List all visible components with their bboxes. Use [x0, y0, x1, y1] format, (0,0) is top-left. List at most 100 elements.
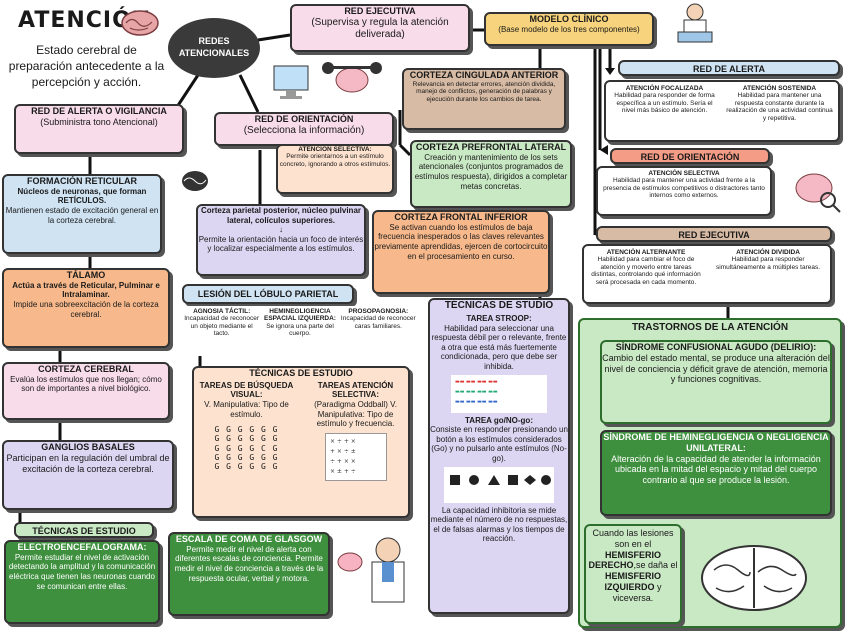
corteza-cingulada-title: CORTEZA CINGULADA ANTERIOR [409, 70, 559, 80]
formacion-reticular-box: FORMACIÓN RETICULAR Núcleos de neuronas,… [2, 174, 162, 254]
talamo-title: TÁLAMO [66, 270, 106, 280]
svg-text:× ± + ÷: × ± + ÷ [330, 468, 356, 475]
brain-hemispheres-icon [701, 545, 807, 611]
monitor-brain-icon [273, 65, 309, 99]
lesion-parietal-title: LESIÓN DEL LÓBULO PARIETAL [197, 289, 339, 299]
red-alerta-left-box: RED DE ALERTA O VIGILANCIA (Subministra … [14, 104, 184, 154]
glasgow-box: ESCALA DE COMA DE GLASGOW Permite medir … [168, 532, 330, 616]
tecnicas-studio-box: TÉCNICAS DE STUDIO TAREA STROOP: Habilid… [428, 298, 570, 614]
atencion-selectiva-mid-text: Permite orientarnos a un estímulo concre… [279, 153, 391, 168]
hemisferio-mid: ,se daña el [633, 560, 678, 571]
hemisferio-box: Cuando las lesiones son en el HEMISFERIO… [584, 524, 682, 624]
atencion-selectiva-right-text: Habilidad para mantener una actividad fr… [603, 177, 765, 200]
lesion-item: PROSOPAGNOSIA: Incapacidad de reconocer … [340, 308, 416, 330]
doctor-icon [337, 537, 405, 603]
talamo-box: TÁLAMO Actúa a través de Reticular, Pulm… [2, 268, 170, 348]
svg-text:▬▬ ▬▬ ▬▬ ▬▬: ▬▬ ▬▬ ▬▬ ▬▬ [455, 389, 498, 395]
corteza-parietal-bold: Corteza parietal posterior, núcleo pulvi… [200, 206, 362, 225]
redes-atencionales-node: REDES ATENCIONALES [168, 18, 260, 78]
corteza-cerebral-title: CORTEZA CEREBRAL [38, 364, 134, 374]
talamo-bold: Actúa a través de Reticular, Pulminar e … [12, 280, 160, 300]
heminegligencia-title: SÍNDROME DE HEMINEGLIGENCIA O NEGLIGENCI… [603, 432, 829, 453]
corteza-prefrontal-title: CORTEZA PREFRONTAL LATERAL [415, 142, 567, 152]
red-ejecutiva-top-box: RED EJECUTIVA (Supervisa y regula la ate… [290, 4, 470, 52]
inhibitoria-text: La capacidad inhibitoria se mide mediant… [430, 505, 568, 544]
corteza-parietal-box: Corteza parietal posterior, núcleo pulvi… [196, 204, 366, 276]
red-orientacion-right-box: ATENCIÓN SELECTIVA Habilidad para manten… [596, 166, 772, 216]
heminegligencia-text: Alteración de la capacidad de atender la… [611, 453, 821, 486]
lesion-parietal-items: AGNOSIA TÁCTIL: Incapacidad de reconocer… [182, 306, 418, 356]
tecnicas-bottom-title: TÉCNICAS DE ESTUDIO [32, 526, 136, 536]
brain-small-icon [182, 171, 208, 191]
alternante-column: ATENCIÓN ALTERNANTE Habilidad para cambi… [591, 249, 701, 286]
stroop-title: TAREA STROOP: [466, 314, 532, 323]
red-orientacion-right-title-box: RED DE ORIENTACIÓN [610, 148, 770, 164]
red-alerta-right-title: RED DE ALERTA [693, 64, 765, 74]
busqueda-visual-column: TAREAS DE BÚSQUEDA VISUAL: V. Manipulati… [194, 381, 299, 484]
stroop-image: ▬▬ ▬▬ ▬▬ ▬▬ ▬▬ ▬▬ ▬▬ ▬▬ ▬▬ ▬▬ ▬▬ ▬▬ [451, 374, 547, 413]
red-orientacion-mid-title: RED DE ORIENTACIÓN [254, 114, 354, 124]
red-ejecutiva-top-text: (Supervisa y regula la atención delivera… [311, 16, 449, 40]
lesion-item: AGNOSIA TÁCTIL: Incapacidad de reconocer… [184, 308, 260, 338]
atencion-selectiva-column: TAREAS ATENCIÓN SELECTIVA: (Paradigma Od… [303, 381, 408, 484]
red-alerta-left-title: RED DE ALERTA O VIGILANCIA [31, 106, 167, 116]
trastornos-title: TRASTORNOS DE LA ATENCIÓN [631, 322, 789, 333]
gonogo-image [444, 466, 554, 503]
corteza-frontal-inferior-title: CORTEZA FRONTAL INFERIOR [394, 212, 528, 222]
hemisferio-izquierdo: HEMISFERIO IZQUIERDO [604, 571, 661, 592]
atencion-selectiva-right-title: ATENCIÓN SELECTIVA [648, 170, 720, 177]
corteza-prefrontal-box: CORTEZA PREFRONTAL LATERAL Creación y ma… [410, 140, 572, 208]
hemisferio-derecho: HEMISFERIO DERECHO [588, 549, 661, 571]
red-orientacion-right-title: RED DE ORIENTACIÓN [640, 152, 740, 162]
dividida-column: ATENCIÓN DIVIDIDA Habilidad para respond… [715, 249, 821, 271]
corteza-frontal-inferior-text: Se activan cuando los estímulos de baja … [374, 222, 548, 261]
svg-text:▬▬ ▬▬ ▬▬ ▬▬: ▬▬ ▬▬ ▬▬ ▬▬ [455, 379, 498, 385]
delirio-title: SÍNDROME CONFUSIONAL AGUDO (DELIRIO): [615, 342, 817, 352]
corteza-cerebral-text: Evalúa los estímulos que nos llegan; cóm… [10, 374, 162, 394]
eeg-text: Permite estudiar el nivel de activación … [8, 552, 156, 591]
modelo-clinico-title: MODELO CLÍNICO [529, 14, 609, 24]
tecnicas-mid-title: TÉCNICAS DE ESTUDIO [249, 368, 353, 378]
formacion-reticular-text: Mantienen estado de excitación general e… [5, 205, 159, 225]
ganglios-basales-box: GANGLIOS BASALES Participan en la regula… [2, 440, 174, 510]
svg-text:× ÷ + ×: × ÷ + × [330, 438, 356, 445]
corteza-cingulada-text: Relevancia en detectar errores, atención… [412, 80, 556, 103]
letter-grid: G G G G G G G G G G G G G G G G C G G G … [214, 425, 279, 471]
svg-text:+ × ÷ ±: + × ÷ ± [330, 448, 356, 455]
red-alerta-left-text: (Subministra tono Atencional) [40, 116, 158, 127]
glasgow-text: Permite medir el nivel de alerta con dif… [174, 544, 324, 583]
red-ejecutiva-right-title: RED EJECUTIVA [678, 230, 750, 240]
oddball-stimulus-image: × ÷ + ×+ × ÷ ± ÷ + × ×× ± + ÷ [324, 432, 387, 481]
eeg-title: ELECTROENCEFALOGRAMA: [17, 542, 147, 552]
lesion-item: HEMINEGLIGENCIA ESPACIAL IZQUIERDA: Se i… [263, 308, 336, 338]
corteza-cingulada-box: CORTEZA CINGULADA ANTERIOR Relevancia en… [402, 68, 566, 130]
delirio-box: SÍNDROME CONFUSIONAL AGUDO (DELIRIO): Ca… [600, 340, 832, 424]
sostenida-column: ATENCIÓN SOSTENIDA Habilidad para manten… [726, 85, 833, 122]
stroop-text: Habilidad para seleccionar una respuesta… [431, 323, 567, 371]
svg-text:▬▬ ▬▬ ▬▬ ▬▬: ▬▬ ▬▬ ▬▬ ▬▬ [455, 399, 498, 405]
ganglios-basales-text: Participan en la regulación del umbral d… [6, 452, 170, 474]
tecnicas-bottom-title-box: TÉCNICAS DE ESTUDIO [14, 522, 154, 538]
modelo-clinico-box: MODELO CLÍNICO (Base modelo de los tres … [484, 12, 654, 46]
gonogo-title: TAREA go/NO-go: [465, 415, 533, 425]
corteza-frontal-inferior-box: CORTEZA FRONTAL INFERIOR Se activan cuan… [372, 210, 550, 294]
red-alerta-right-box: ATENCIÓN FOCALIZADA Habilidad para respo… [604, 80, 840, 142]
red-orientacion-mid-text: (Selecciona la información) [243, 124, 365, 136]
tecnicas-studio-title: TÉCNICAS DE STUDIO [444, 300, 554, 311]
brain-icon [121, 10, 159, 36]
red-ejecutiva-right-box: ATENCIÓN ALTERNANTE Habilidad para cambi… [582, 244, 832, 304]
corteza-prefrontal-text: Creación y mantenimiento de los sets ate… [414, 152, 568, 191]
focalizada-column: ATENCIÓN FOCALIZADA Habilidad para respo… [614, 85, 715, 115]
atencion-selectiva-mid-title: ATENCIÓN SELECTIVA: [298, 146, 372, 153]
red-ejecutiva-top-title: RED EJECUTIVA [344, 6, 416, 16]
delirio-text: Cambio del estado mental, se produce una… [602, 352, 830, 385]
page-subtitle: Estado cerebral de preparación anteceden… [8, 43, 165, 90]
brain-magnifier-icon [795, 173, 841, 213]
hemisferio-post: y viceversa. [612, 581, 662, 603]
atencion-selectiva-mid-box: ATENCIÓN SELECTIVA: Permite orientarnos … [276, 144, 394, 194]
lesion-parietal-title-box: LESIÓN DEL LÓBULO PARIETAL [182, 284, 354, 304]
eeg-box: ELECTROENCEFALOGRAMA: Permite estudiar e… [4, 540, 160, 624]
gonogo-text: Consiste en responder presionando un bot… [430, 425, 568, 463]
glasgow-title: ESCALA DE COMA DE GLASGOW [175, 534, 323, 544]
ganglios-basales-title: GANGLIOS BASALES [41, 442, 135, 452]
